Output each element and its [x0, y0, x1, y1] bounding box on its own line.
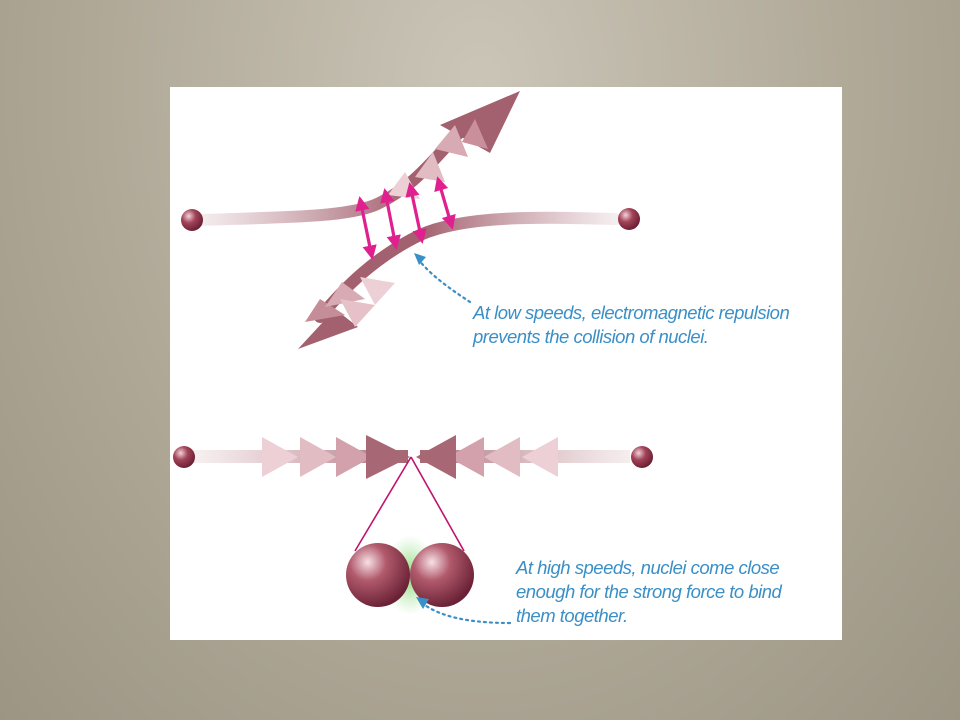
fused-nucleus-right [410, 543, 474, 607]
nucleus-left-top [181, 209, 203, 231]
figure-panel: At low speeds, electromagnetic repulsion… [170, 87, 842, 640]
incoming-path-left [188, 435, 410, 479]
nucleus-right-bottom [631, 446, 653, 468]
caption-high-speed-line-1: At high speeds, nuclei come close [516, 557, 780, 578]
fusion-diagram [173, 91, 653, 625]
caption-low-speed-line-1: At low speeds, electromagnetic repulsion [473, 302, 790, 323]
pointer-high-speed [420, 601, 512, 625]
nucleus-right-top [618, 208, 640, 230]
fused-nucleus-left [346, 543, 410, 607]
caption-high-speed-line-2: enough for the strong force to bind [516, 581, 782, 602]
caption-low-speed-line-2: prevents the collision of nuclei. [473, 326, 709, 347]
high-speed-scenario [173, 435, 653, 625]
nucleus-left-bottom [173, 446, 195, 468]
caption-high-speed: At high speeds, nuclei come close enough… [516, 556, 782, 628]
caption-low-speed: At low speeds, electromagnetic repulsion… [473, 301, 790, 349]
caption-high-speed-line-3: them together. [516, 605, 628, 626]
incoming-path-right [416, 435, 630, 479]
repulsion-arrows [355, 176, 456, 260]
low-speed-scenario [181, 91, 640, 349]
pointer-low-speed [416, 257, 472, 304]
zoom-lines [354, 456, 465, 552]
